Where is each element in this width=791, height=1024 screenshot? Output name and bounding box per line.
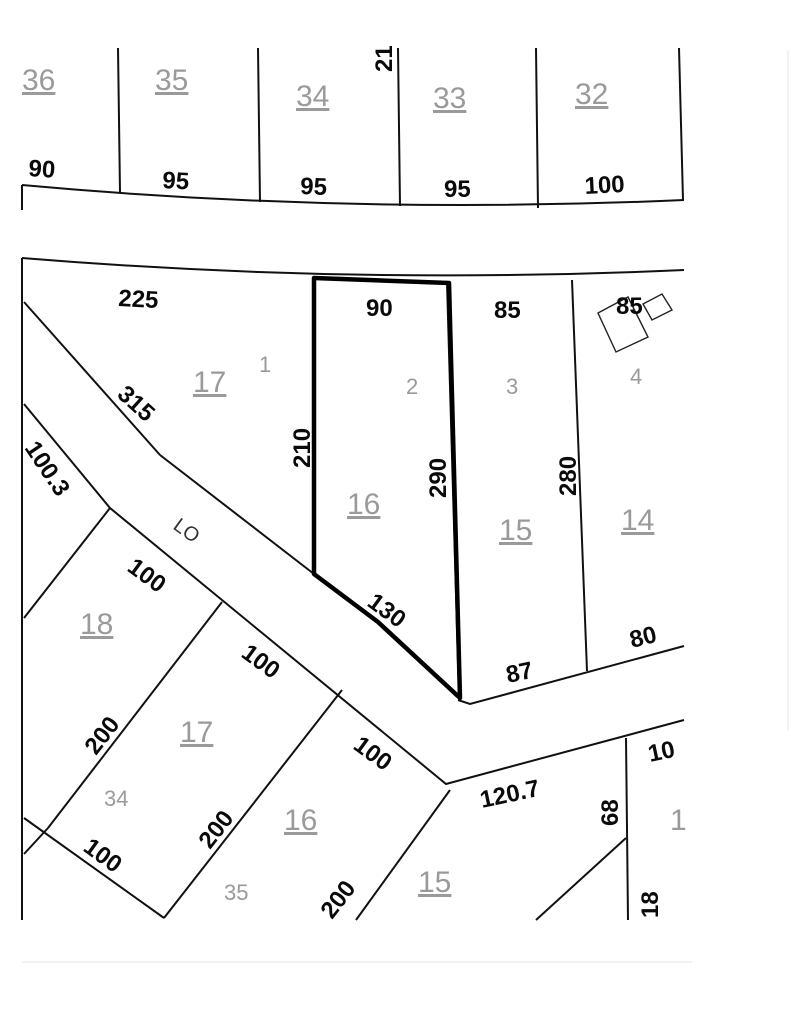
lot-sub-number: 3 [506,374,518,399]
road-edge-north [159,454,315,575]
lot-sub-number: 35 [224,880,248,905]
lot-number: 34 [296,80,329,113]
lot-line [47,601,223,829]
lot-number: 15 [499,514,532,547]
building-footprint [597,296,649,353]
dimension: 85 [494,297,521,324]
lot-line [23,827,49,855]
lot-number: 17 [193,366,226,399]
lot-number: 33 [433,82,466,115]
dimension: 290 [425,458,452,498]
dimension: 100 [78,833,126,878]
dimension: 85 [616,293,643,320]
lot-number: 18 [80,608,113,641]
dimension: 18 [637,891,664,918]
lot-rear-line [457,645,685,706]
frontage-dimension: 95 [300,173,328,201]
lot-line [678,47,684,201]
lot-number: 35 [155,64,188,97]
top-row-street-line [21,184,685,206]
lot-line [117,47,121,193]
dimension: 100.3 [19,436,75,501]
dimension: 200 [79,712,125,760]
lot-number: 36 [22,64,55,97]
dimension: 10 [646,736,678,768]
lot-line [355,789,451,921]
lot-number: 1 [670,804,687,837]
lot-line [625,737,629,921]
road-edge-north [23,301,161,456]
dimension: 130 [362,588,410,633]
lot-line [571,279,588,672]
road-label: LO [169,514,204,547]
dimension: 87 [504,657,536,689]
block-a: 17 1 16 2 15 3 14 4 225 315 90 85 85 210… [19,257,685,920]
lot-line [257,47,261,203]
dimension: 200 [193,806,239,854]
frontage-dimension: 100 [584,171,625,200]
road-edge-south [23,403,685,786]
lot-number: 15 [418,866,451,899]
lot-line [163,689,343,919]
dimension: 200 [315,876,361,924]
lot-number: 16 [284,804,317,837]
road: LO [169,514,204,547]
dimension: 225 [118,285,159,314]
partial-dimension: 21 [371,45,398,72]
frontage-dimension: 95 [162,167,190,195]
lot-line [397,47,401,207]
dimension: 80 [627,621,659,654]
dimension: 68 [597,799,624,826]
dimension: 90 [366,295,393,322]
top-row-block: 36 35 34 33 32 90 95 95 95 100 21 [21,45,685,210]
frontage-dimension: 95 [444,176,471,203]
dimension: 100 [122,553,170,598]
lot-sub-number: 1 [259,352,271,377]
lot-line [535,47,539,209]
dimension: 280 [555,456,582,496]
lot-number: 16 [347,488,380,521]
lot-line [23,507,111,619]
lot-sub-number: 2 [406,374,418,399]
lot-sub-number: 34 [104,786,128,811]
highlighted-parcel [311,275,463,701]
lot-line [23,817,165,919]
dimension: 120.7 [478,775,542,814]
lot-sub-number: 4 [630,364,642,389]
building-footprint [642,293,674,321]
dimension: 210 [289,428,316,468]
lot-number: 14 [621,504,654,537]
lot-number: 17 [180,716,213,749]
lot-number: 32 [575,78,608,111]
frontage-dimension: 90 [28,155,57,184]
dimension: 315 [112,380,160,427]
lot-line [535,837,627,921]
block-a-street-line [21,257,685,277]
